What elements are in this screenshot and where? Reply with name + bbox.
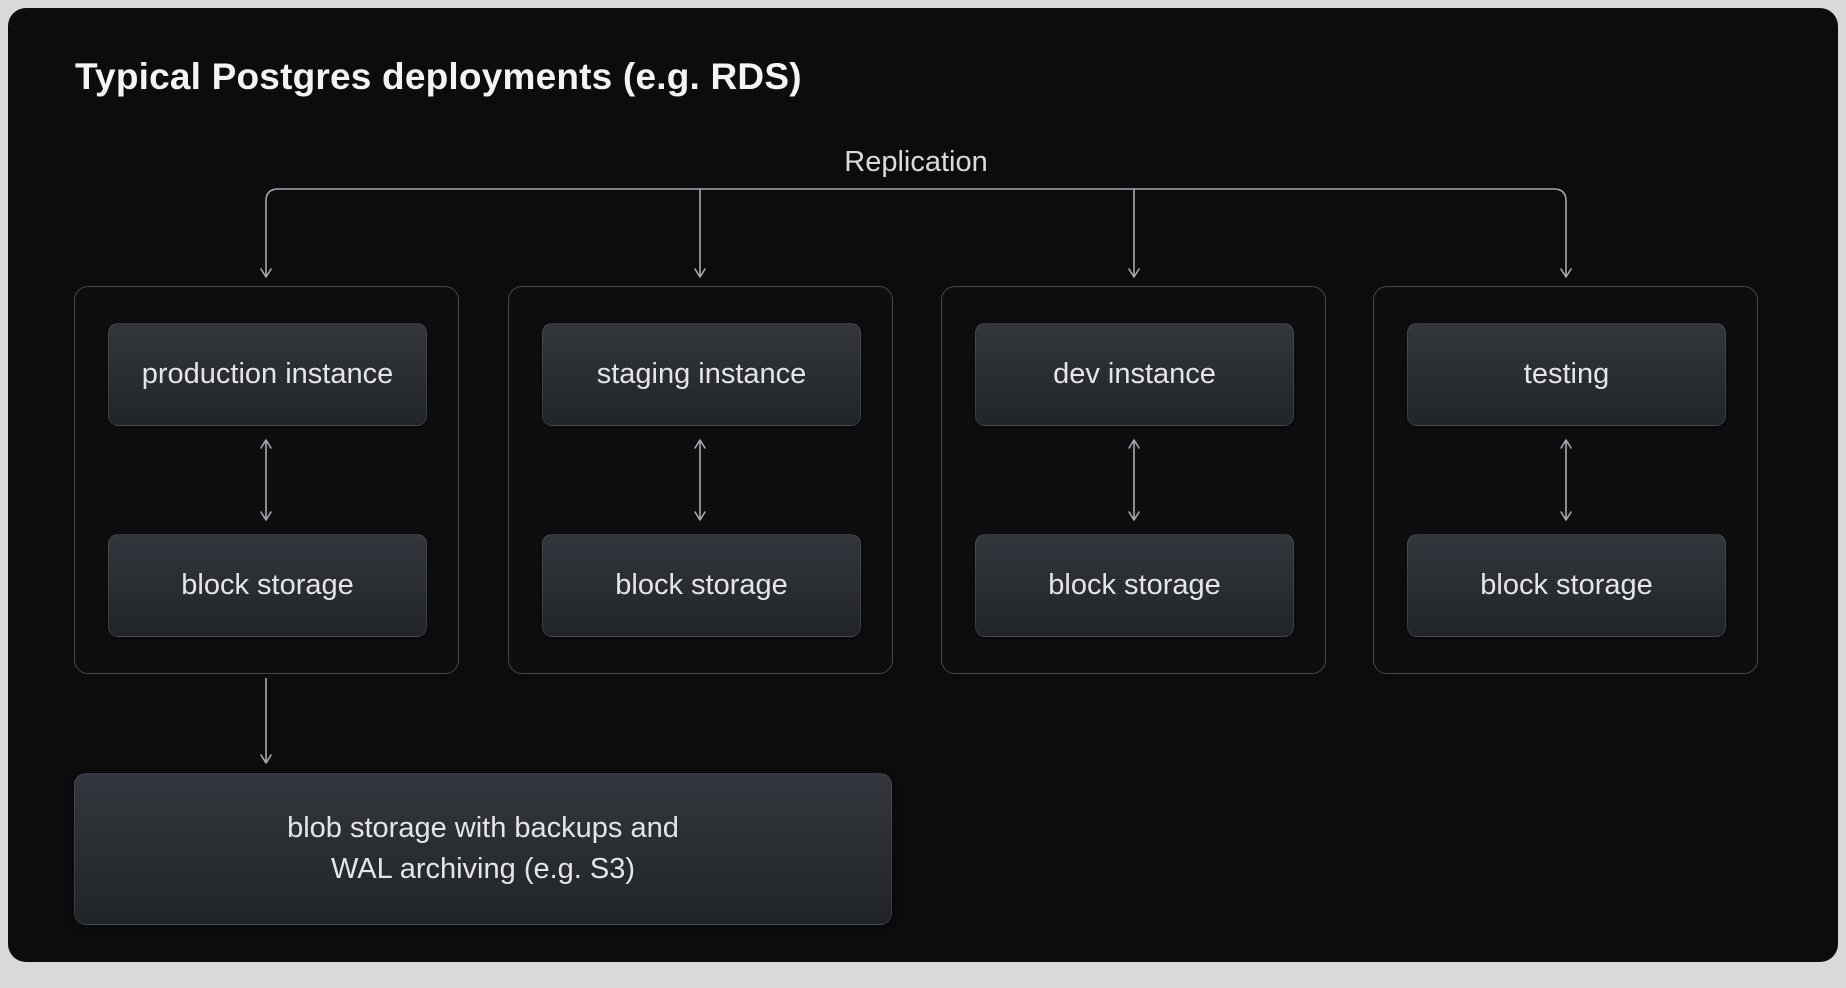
group-production: production instance block storage — [74, 286, 459, 674]
group-staging: staging instance block storage — [508, 286, 893, 674]
node-production-instance: production instance — [108, 323, 427, 426]
blob-storage-line2: WAL archiving (e.g. S3) — [330, 853, 636, 885]
node-testing-block-storage: block storage — [1407, 534, 1726, 637]
node-testing-instance: testing — [1407, 323, 1726, 426]
replication-label: Replication — [844, 146, 988, 178]
node-blob-storage: blob storage with backups and WAL archiv… — [74, 773, 892, 925]
node-dev-block-storage: block storage — [975, 534, 1294, 637]
node-production-block-storage: block storage — [108, 534, 427, 637]
group-dev: dev instance block storage — [941, 286, 1326, 674]
node-dev-instance: dev instance — [975, 323, 1294, 426]
diagram-title: Typical Postgres deployments (e.g. RDS) — [75, 56, 802, 97]
node-staging-block-storage: block storage — [542, 534, 861, 637]
group-testing: testing block storage — [1373, 286, 1758, 674]
blob-storage-line1: blob storage with backups and — [287, 811, 679, 844]
node-staging-instance: staging instance — [542, 323, 861, 426]
